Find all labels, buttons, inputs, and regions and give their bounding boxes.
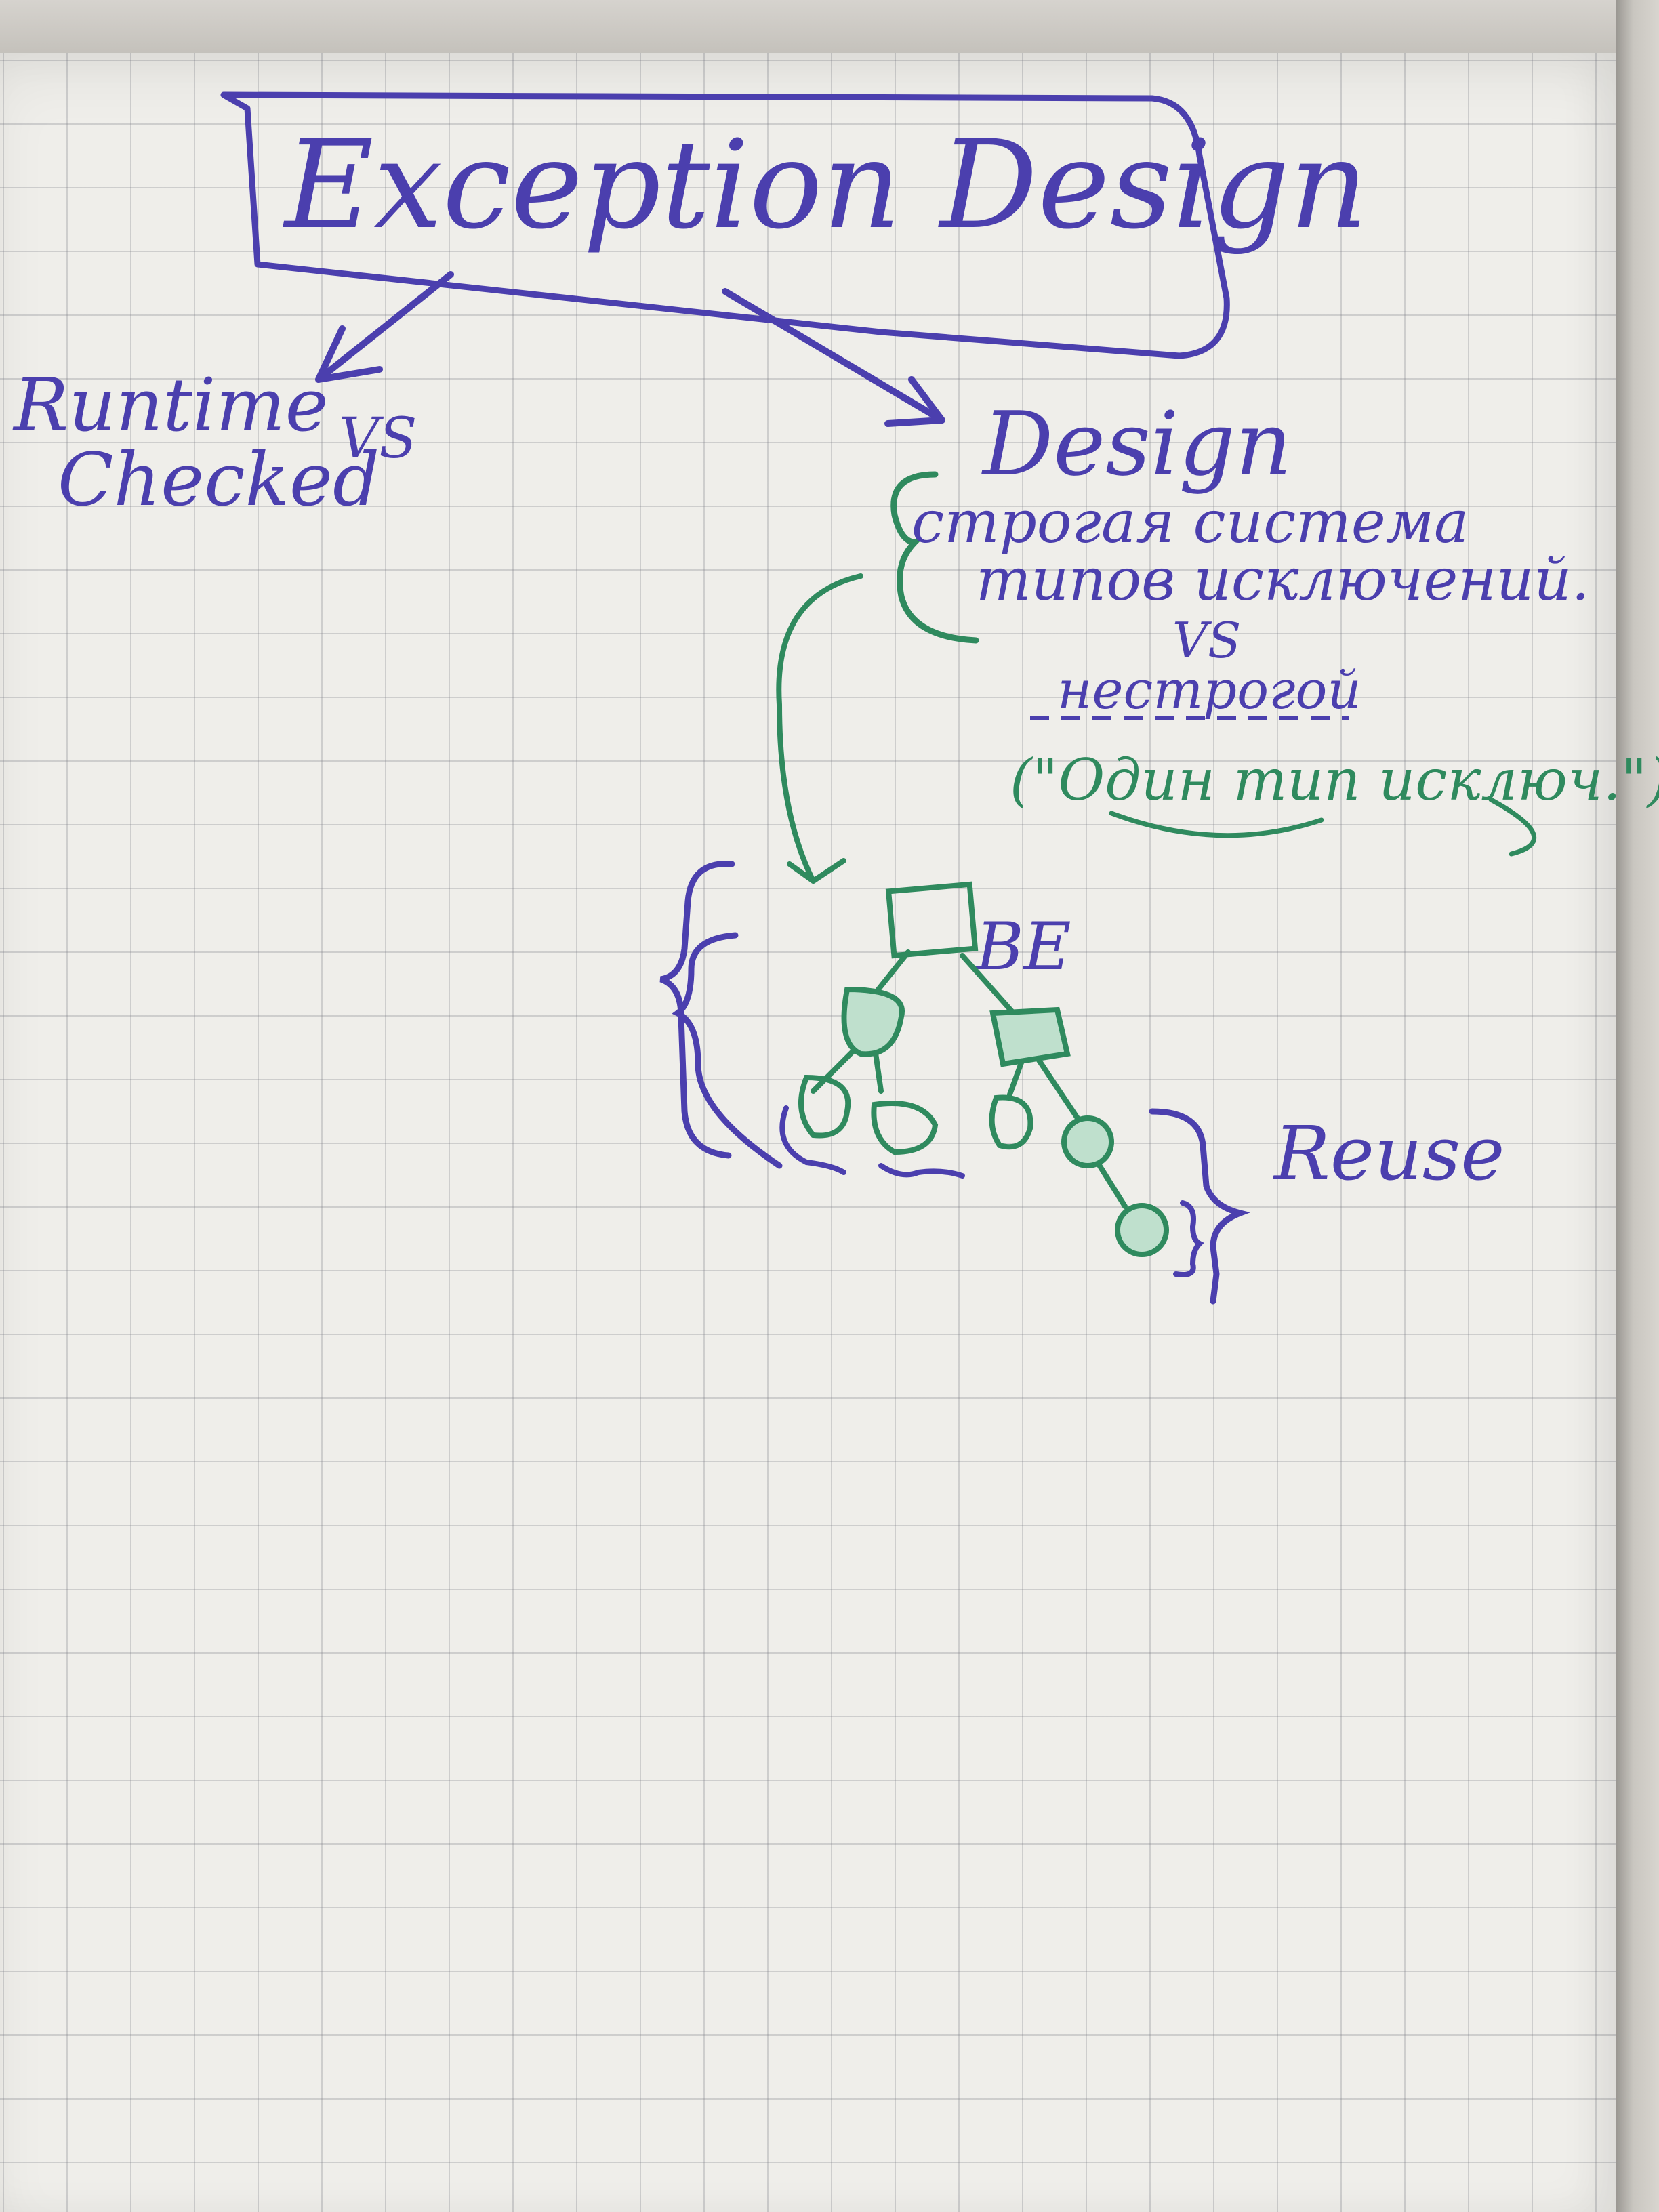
strict-line-2: типов исключений. xyxy=(976,546,1590,614)
tree-root-node xyxy=(885,881,979,959)
reuse-label: Reuse xyxy=(1273,1110,1504,1197)
bottom-braces xyxy=(779,1105,965,1179)
be-label: BE xyxy=(975,909,1071,985)
strict-bracket xyxy=(890,471,979,644)
arrow-to-runtime xyxy=(315,271,454,383)
sheet-right-edge xyxy=(1616,0,1659,2212)
arrow-to-tree xyxy=(776,573,863,884)
tree-node-level1-left xyxy=(841,986,905,1057)
reuse-inner-brace xyxy=(1173,1200,1204,1277)
tree-node-leaf-2 xyxy=(871,1101,939,1155)
tree-node-reuse-2 xyxy=(1115,1203,1169,1257)
tree-node-leaf-1 xyxy=(798,1074,851,1139)
one-type-underline xyxy=(1109,797,1536,857)
runtime-label: Runtime xyxy=(12,363,329,448)
loose-label: нестрогой xyxy=(1057,660,1361,721)
left-brace-outer xyxy=(659,861,735,1159)
tree-node-reuse-1 xyxy=(1061,1115,1114,1168)
vs-left-label: VS xyxy=(339,407,417,471)
tree-edges xyxy=(811,949,1128,1209)
left-brace-inner xyxy=(672,932,783,1169)
strict-line-1: строгая система xyxy=(912,489,1469,556)
tree-node-leaf-3 xyxy=(989,1094,1033,1150)
flipchart-top-bar xyxy=(0,0,1659,54)
one-type-label: ("Один тип исключ.") xyxy=(1010,747,1659,813)
tree-node-level1-right xyxy=(989,1006,1071,1067)
checked-label: Checked xyxy=(58,438,380,523)
title-text: Exception Design xyxy=(283,115,1368,256)
vs-right-label: VS xyxy=(1172,612,1241,669)
design-label: Design xyxy=(981,392,1292,495)
title-box xyxy=(220,91,1230,359)
arrow-to-design xyxy=(722,288,945,427)
reuse-brace xyxy=(1149,1108,1251,1305)
